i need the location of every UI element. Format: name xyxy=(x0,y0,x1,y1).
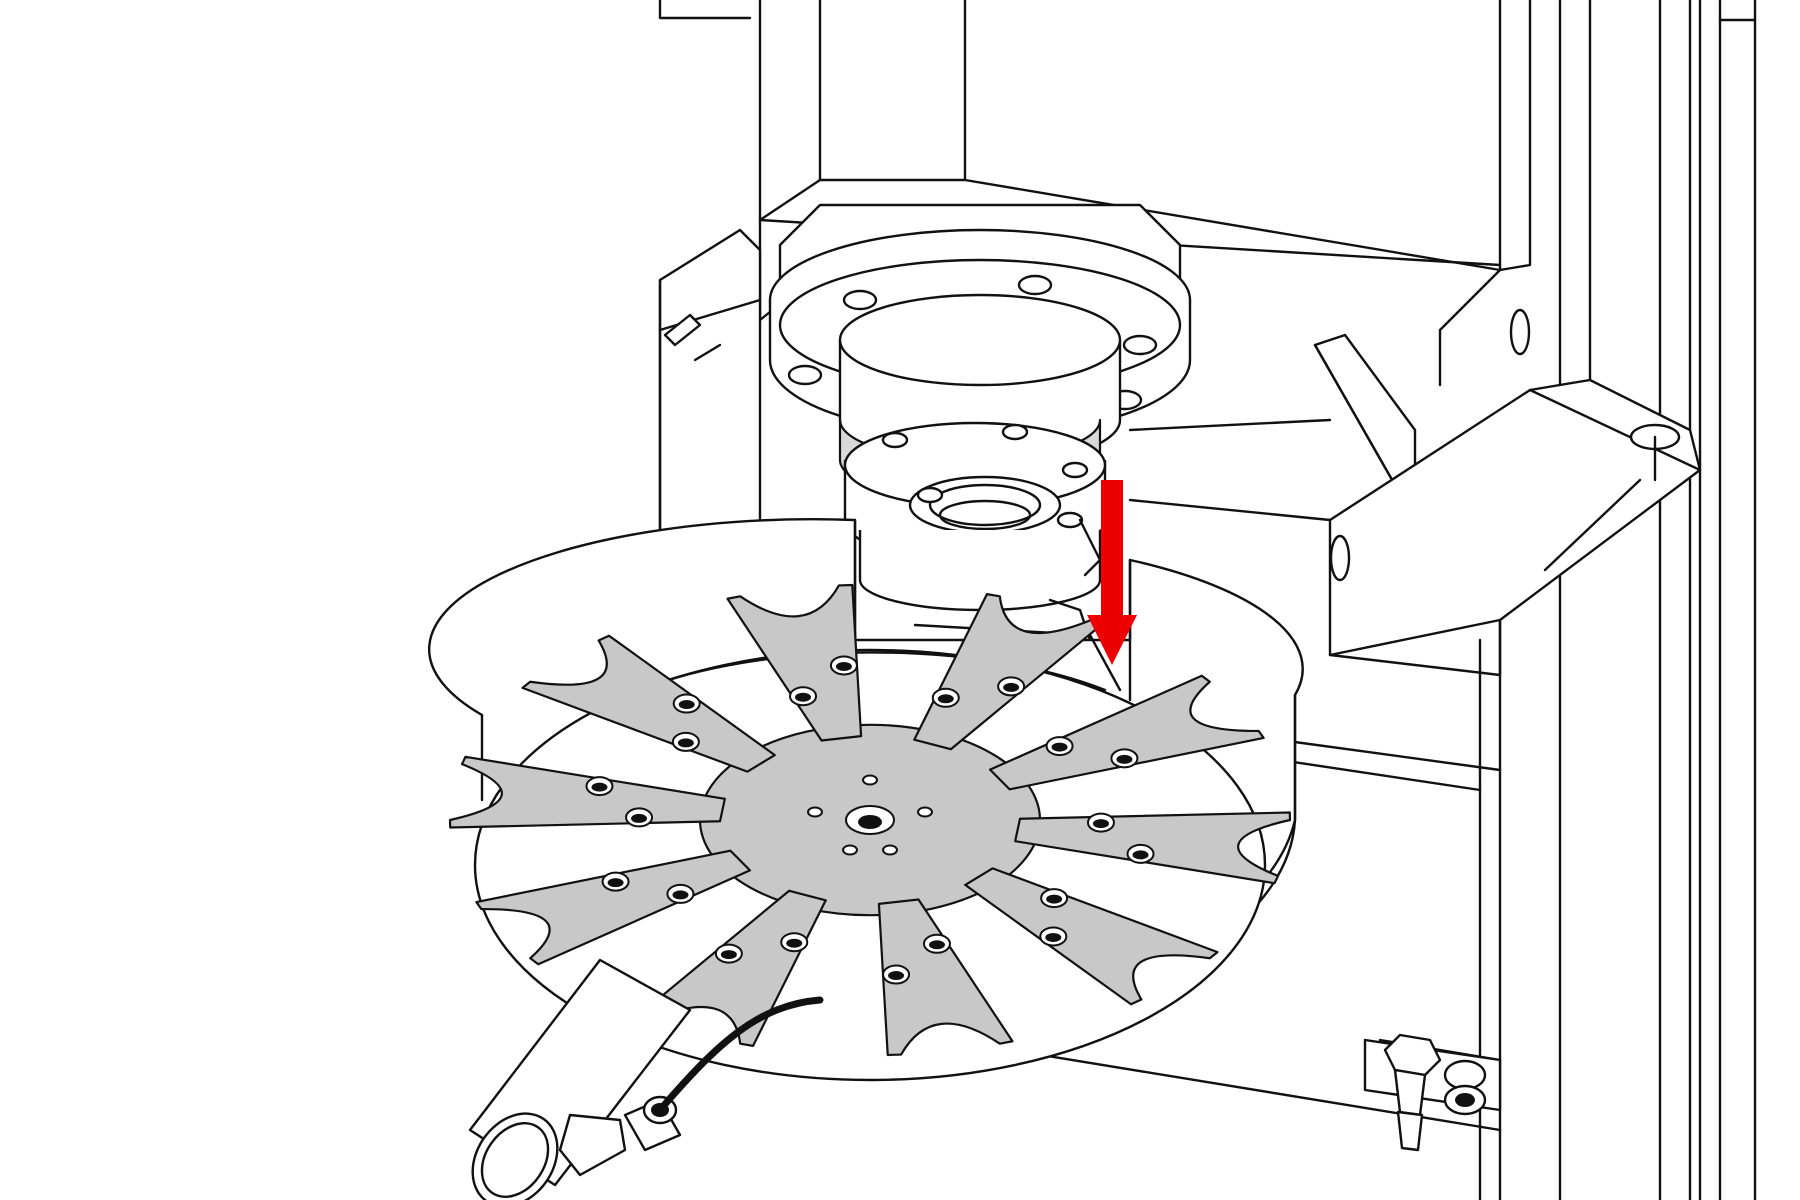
locating-pin xyxy=(862,774,878,786)
air-hose xyxy=(656,996,824,1114)
screw-socket xyxy=(835,661,852,671)
gripper-finger xyxy=(988,674,1265,791)
screw-socket xyxy=(786,938,803,948)
screw-socket xyxy=(607,878,624,888)
screw-socket xyxy=(1132,850,1149,860)
screw-socket xyxy=(1003,682,1020,692)
screw-socket xyxy=(1045,932,1062,942)
screw-socket xyxy=(1051,742,1068,752)
gripper-finger xyxy=(726,583,863,742)
pneumatic-cylinder xyxy=(468,958,692,1200)
gripper-finger xyxy=(877,898,1014,1057)
screw-socket xyxy=(678,700,695,710)
screw-socket xyxy=(795,692,812,702)
locating-pin xyxy=(842,844,858,856)
screw-socket xyxy=(677,738,694,748)
gripper-plate xyxy=(448,583,1292,1057)
arrow-down-shape xyxy=(1087,480,1137,665)
arrow-down-icon xyxy=(1087,480,1137,665)
screw-socket xyxy=(591,782,608,792)
screw-socket xyxy=(631,813,648,823)
gripper-finger xyxy=(521,634,776,773)
screw-socket xyxy=(720,950,737,960)
screw-socket xyxy=(928,940,945,950)
pneumatic-fittings xyxy=(1363,1033,1502,1152)
screw-socket xyxy=(672,890,689,900)
screw-socket xyxy=(1116,754,1133,764)
center-screw-socket xyxy=(858,815,882,829)
locating-pin xyxy=(882,844,898,856)
locating-pin xyxy=(917,806,933,818)
gripper-finger xyxy=(964,867,1219,1006)
screw-socket xyxy=(1092,819,1109,829)
screw-socket xyxy=(888,971,905,981)
tool-holder-ring xyxy=(838,418,1107,642)
screw-socket xyxy=(937,694,954,704)
gripper-finger xyxy=(1014,811,1292,885)
screw-socket xyxy=(1046,894,1063,904)
locating-pin xyxy=(807,806,823,818)
gripper-finger xyxy=(448,755,726,829)
gripper-finger xyxy=(475,849,752,966)
